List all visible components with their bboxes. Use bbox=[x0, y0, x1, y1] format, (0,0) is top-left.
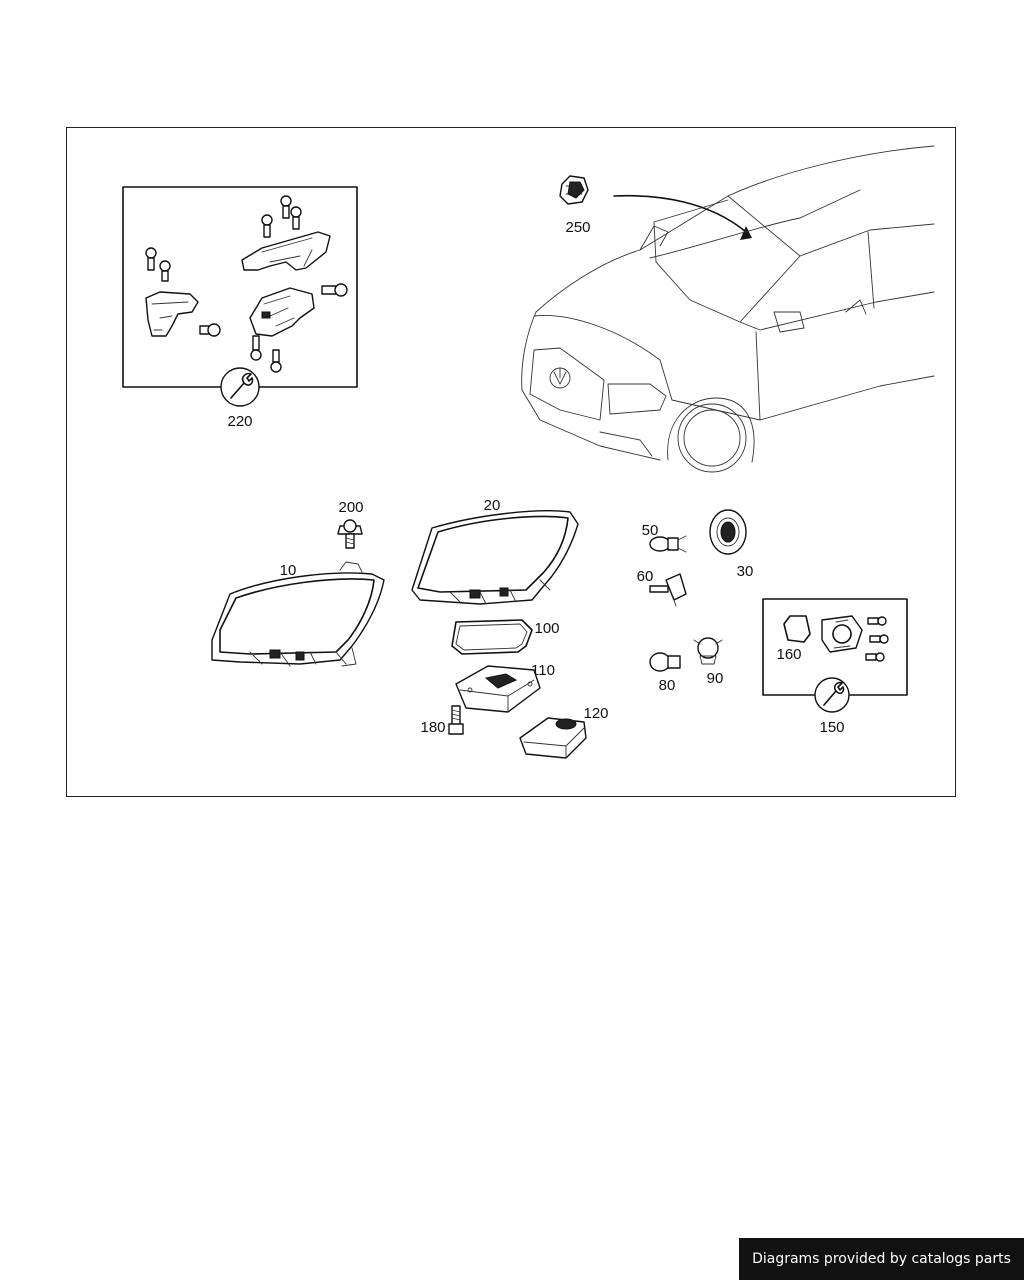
part-50-bulb: 50 bbox=[642, 522, 687, 553]
kit-220-group: 220 bbox=[122, 186, 358, 430]
wrench-icon bbox=[814, 677, 850, 713]
callout-100: 100 bbox=[534, 620, 559, 637]
callout-30: 30 bbox=[737, 563, 754, 580]
part-120-control-unit: 120 bbox=[519, 705, 609, 759]
callout-200: 200 bbox=[338, 499, 363, 516]
screw-part bbox=[145, 195, 302, 282]
callout-220: 220 bbox=[227, 413, 252, 430]
part-60-bulb: 60 bbox=[637, 568, 687, 607]
callout-250: 250 bbox=[565, 219, 590, 236]
screw-part bbox=[865, 616, 889, 662]
part-30-seal: 30 bbox=[709, 509, 754, 580]
callout-20: 20 bbox=[484, 497, 501, 514]
pointer-arrow bbox=[613, 194, 747, 233]
part-90-socket: 90 bbox=[693, 637, 724, 687]
bracket-part bbox=[249, 287, 315, 337]
callout-120: 120 bbox=[583, 705, 608, 722]
part-20-headlamp-right: 20 bbox=[411, 497, 579, 605]
callout-60: 60 bbox=[637, 568, 654, 585]
attribution-banner: Diagrams provided by catalogs parts bbox=[739, 1238, 1024, 1280]
part-110-control-unit: 110 bbox=[455, 662, 555, 713]
bracket-part bbox=[145, 291, 199, 337]
part-160-ring bbox=[783, 615, 811, 643]
callout-90: 90 bbox=[707, 670, 724, 687]
callout-50: 50 bbox=[642, 522, 659, 539]
part-250: 250 bbox=[559, 175, 591, 236]
callout-180: 180 bbox=[420, 719, 445, 736]
part-100-gasket: 100 bbox=[451, 619, 560, 655]
part-180-screw: 180 bbox=[420, 705, 464, 736]
callout-160: 160 bbox=[776, 646, 801, 663]
vehicle-illustration bbox=[521, 145, 935, 473]
callout-80: 80 bbox=[659, 677, 676, 694]
part-80-bulb: 80 bbox=[649, 652, 681, 694]
bracket-part bbox=[241, 231, 331, 271]
screw-part bbox=[199, 283, 348, 373]
part-200-screw: 200 bbox=[337, 499, 364, 549]
callout-10: 10 bbox=[280, 562, 297, 579]
callout-110: 110 bbox=[531, 662, 555, 679]
callout-150: 150 bbox=[819, 719, 844, 736]
wrench-icon bbox=[220, 367, 260, 407]
part-10-headlamp-left: 10 bbox=[211, 561, 385, 667]
kit-150-group: 160 150 bbox=[762, 598, 908, 736]
